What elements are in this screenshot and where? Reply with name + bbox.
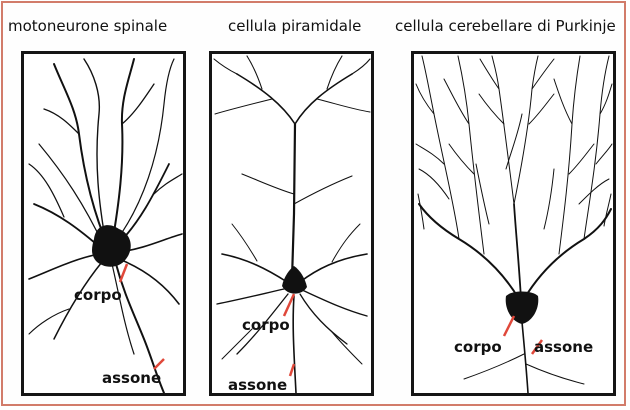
pointer-axon [154,359,164,369]
pointer-body [504,316,514,336]
label-axon: assone [102,369,161,387]
label-axon: assone [228,376,287,394]
panel-pyramidal: corpo assone [209,51,374,396]
figure-frame: motoneurone spinale cellula piramidale c… [1,1,626,406]
pyramidal-drawing [212,54,371,393]
label-body: corpo [454,338,502,356]
label-body: corpo [74,286,122,304]
motoneuron-drawing [24,54,183,393]
label-axon: assone [534,338,593,356]
title-pyramidal: cellula piramidale [228,17,361,35]
label-body: corpo [242,316,290,334]
title-motoneuron: motoneurone spinale [8,17,167,35]
title-purkinje: cellula cerebellare di Purkinje [395,17,616,35]
panel-purkinje: corpo assone [411,51,616,396]
pointer-axon [290,364,294,376]
pointer-body [120,264,127,282]
panel-motoneuron: corpo assone [21,51,186,396]
